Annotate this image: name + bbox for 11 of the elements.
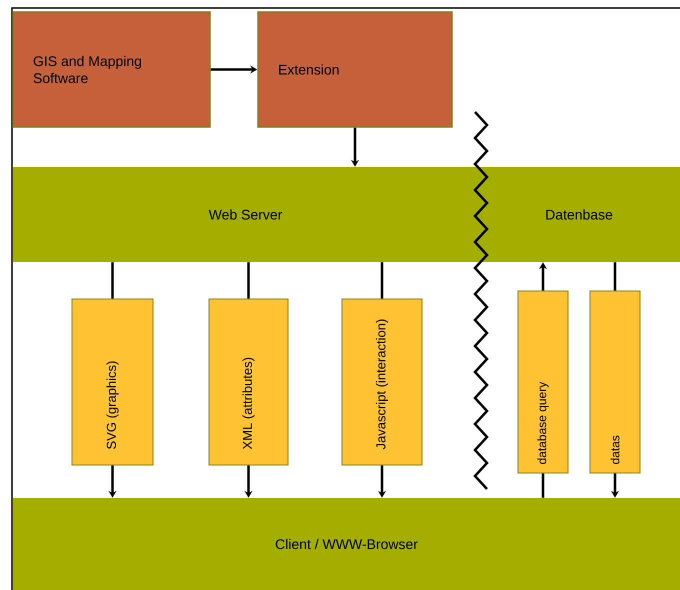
layer-band: Client / WWW-Browser (13, 498, 680, 590)
process-box: GIS and Mapping Software (12, 11, 211, 128)
data-box: datas (590, 290, 640, 474)
format-box: Javascript (interaction) (342, 298, 422, 466)
node-label: Datenbase (546, 209, 612, 220)
layer-band: Datenbase (478, 167, 680, 262)
format-box: XML (attributes) (208, 298, 288, 466)
node-label: Web Server (208, 209, 282, 220)
process-box: Extension (257, 11, 453, 128)
format-box: SVG (graphics) (72, 298, 154, 466)
data-box: database query (518, 290, 568, 474)
